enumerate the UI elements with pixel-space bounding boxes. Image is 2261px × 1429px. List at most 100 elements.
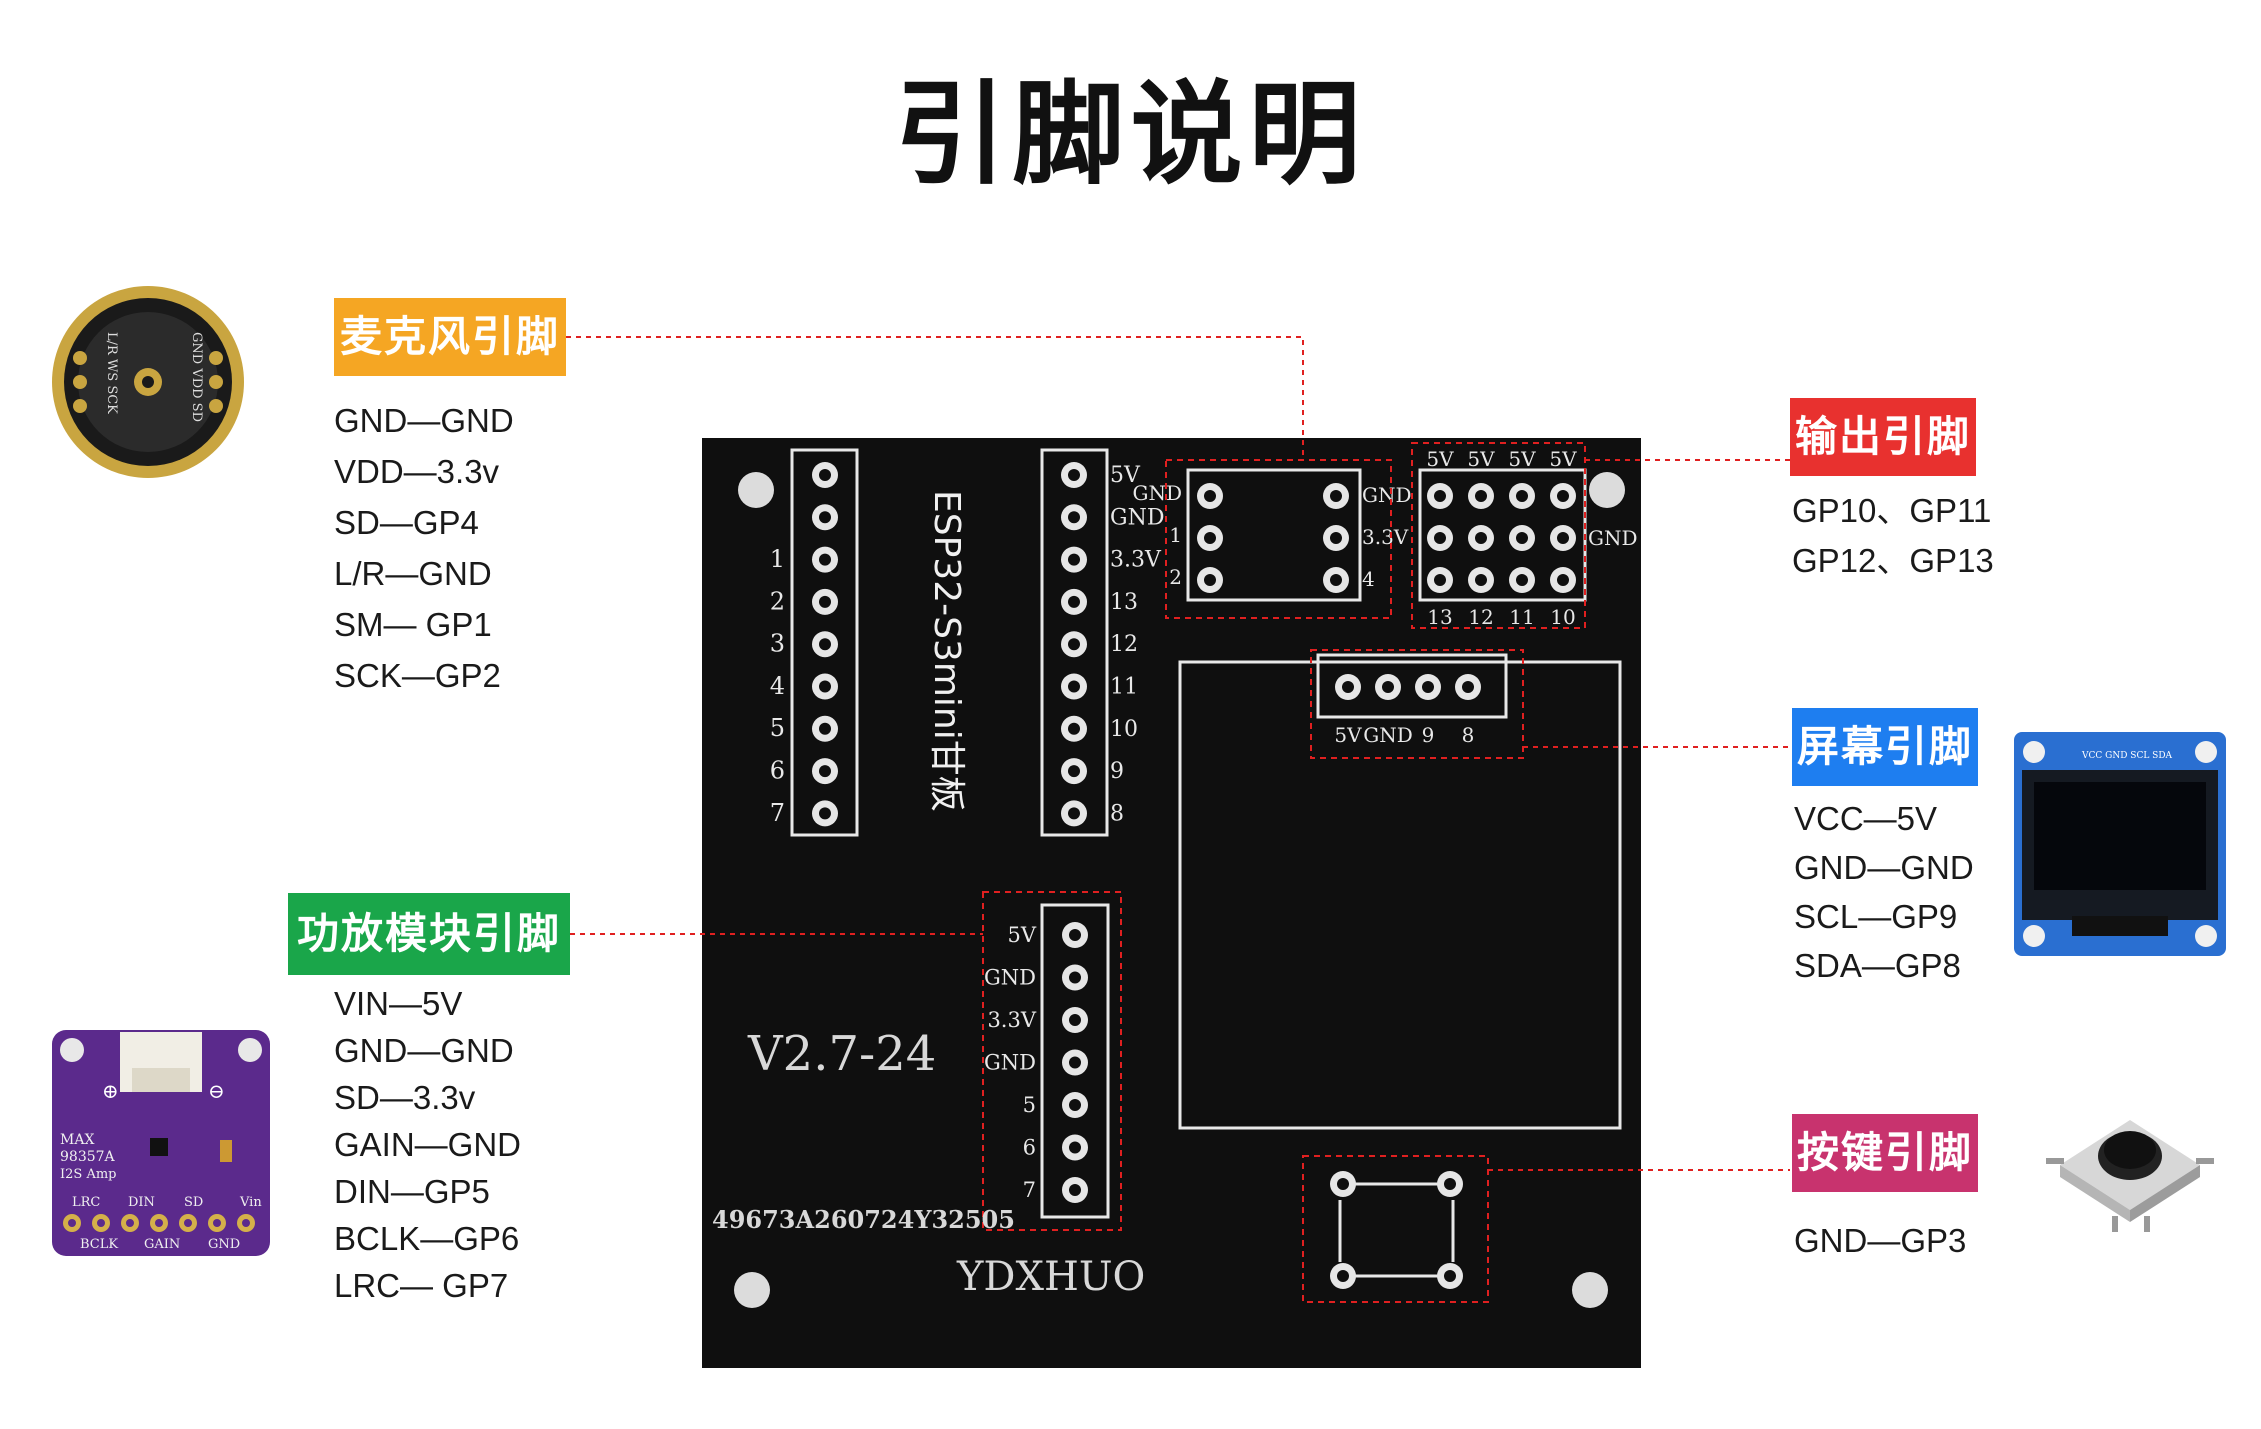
amp-header-label: 3.3V <box>987 1008 1036 1032</box>
amp-pin: GAIN—GND <box>334 1126 522 1163</box>
mic-header-label: GND <box>1362 483 1412 507</box>
right-header-label: 8 <box>1110 801 1124 826</box>
board-serial: 49673A260724Y32505 <box>712 1205 1015 1234</box>
mic-pin: SD—GP4 <box>334 504 479 541</box>
output-header-side-label: GND <box>1588 526 1638 550</box>
left-header-number: 3 <box>770 630 785 658</box>
right-header-label: 5V <box>1110 463 1141 488</box>
left-header-number: 4 <box>770 672 785 700</box>
amp-pin: GND—GND <box>334 1032 514 1069</box>
amp-module-pin-label: GND <box>208 1237 240 1252</box>
amp-module-image: ⊕ ⊖ MAX 98357A I2S Amp LRC DIN SD Vin BCLK G… <box>52 1030 270 1256</box>
mic-header-label: 2 <box>1169 565 1182 589</box>
mic-header-label: 3.3V <box>1362 525 1409 549</box>
output-header-bottom-label: 12 <box>1468 605 1493 629</box>
amp-pin: BCLK—GP6 <box>334 1220 520 1257</box>
oled-header-text: VCC GND SCL SDA <box>2081 751 2173 761</box>
board-version: V2.7-24 <box>747 1026 936 1082</box>
mic-pins-badge: 麦克风引脚 <box>334 298 566 376</box>
amp-pin-list: VIN—5V GND—GND SD—3.3v GAIN—GND DIN—GP5 … <box>334 980 521 1309</box>
right-header-label: GND <box>1110 505 1164 530</box>
amp-header-frame <box>1040 903 1110 1219</box>
amp-text-3: I2S Amp <box>60 1167 116 1182</box>
mount-hole-tr <box>1589 472 1625 508</box>
amp-text-1: MAX <box>60 1132 94 1148</box>
screen-header-label: GND <box>1363 723 1413 747</box>
output-header-top-label: 5V <box>1426 447 1454 471</box>
amp-module-pin-label: LRC <box>72 1195 100 1210</box>
button-pin: GND—GP3 <box>1794 1222 1967 1259</box>
mic-pin: SCK—GP2 <box>334 657 501 694</box>
module-label: ESP32-S3mini甘板 <box>926 490 967 812</box>
left-header-number: 7 <box>770 799 785 827</box>
button-pins-badge: 按键引脚 <box>1792 1114 1978 1192</box>
amp-text-2: 98357A <box>60 1149 116 1165</box>
amp-module-pin-label: SD <box>184 1195 203 1210</box>
screen-pin-list: VCC—5V GND—GND SCL—GP9 SDA—GP8 <box>1794 794 1974 990</box>
amp-pin: VIN—5V <box>334 985 463 1022</box>
mount-hole-tl <box>738 472 774 508</box>
amp-header-label: GND <box>984 966 1036 990</box>
screen-header-label: 9 <box>1422 723 1435 747</box>
screen-pin: VCC—5V <box>1794 800 1938 837</box>
screen-pin: SCL—GP9 <box>1794 898 1958 935</box>
screen-header-label: 5V <box>1334 723 1362 747</box>
amp-header-highlight <box>982 891 1122 1231</box>
button-image <box>2046 1120 2214 1232</box>
output-pins-badge: 输出引脚 <box>1790 398 1976 476</box>
svg-text:⊖: ⊖ <box>208 1079 225 1103</box>
button-pin-list: GND—GP3 <box>1794 1215 1966 1266</box>
mic-pin: SM— GP1 <box>334 606 492 643</box>
output-header-top-label: 5V <box>1467 447 1495 471</box>
board-brand: YDXHUO <box>956 1254 1145 1300</box>
oled-module-image: VCC GND SCL SDA <box>2014 732 2226 956</box>
right-header-frame <box>1040 448 1109 837</box>
amp-header-label: 5V <box>1007 923 1036 947</box>
left-header-number: 5 <box>770 714 785 742</box>
right-header-label: 13 <box>1110 590 1138 615</box>
amp-header-label: 5 <box>1023 1093 1036 1117</box>
amp-module-pin-label: Vin <box>239 1195 262 1210</box>
amp-module-pin-label: BCLK <box>80 1237 118 1252</box>
mic-text-left: L/R WS SCK <box>104 332 119 414</box>
amp-pins-badge: 功放模块引脚 <box>288 893 570 975</box>
right-header-label: 3.3V <box>1110 548 1162 573</box>
output-header-highlight <box>1411 442 1586 629</box>
screen-pin: GND—GND <box>1794 849 1974 886</box>
amp-header-label: 6 <box>1023 1136 1036 1160</box>
mic-pin: VDD—3.3v <box>334 453 500 490</box>
mic-pin: GND—GND <box>334 402 514 439</box>
page-title: 引脚说明 <box>894 70 1367 200</box>
screen-window <box>1178 660 1622 1130</box>
mic-header-frame <box>1186 468 1362 602</box>
right-header-label: 10 <box>1110 717 1138 742</box>
screen-pin: SDA—GP8 <box>1794 947 1961 984</box>
amp-pin: LRC— GP7 <box>334 1267 509 1304</box>
mic-module-image: L/R WS SCK GND VDD SD <box>52 286 244 478</box>
screen-header-label: 8 <box>1462 723 1475 747</box>
output-pin: GP10、GP11 <box>1792 492 1992 529</box>
mount-hole-br <box>1572 1272 1608 1308</box>
left-header-number: 6 <box>770 757 785 785</box>
output-header-bottom-label: 10 <box>1550 605 1575 629</box>
amp-pin: DIN—GP5 <box>334 1173 490 1210</box>
mic-pin-list: GND—GND VDD—3.3v SD—GP4 L/R—GND SM— GP1 … <box>334 395 514 701</box>
output-header-bottom-label: 11 <box>1509 605 1534 629</box>
mic-header-label: 1 <box>1169 523 1182 547</box>
screen-header-frame <box>1316 653 1508 719</box>
right-header-label: 12 <box>1110 632 1138 657</box>
mic-text-right: GND VDD SD <box>189 332 204 422</box>
button-highlight <box>1302 1155 1489 1303</box>
mic-header-label: 4 <box>1362 567 1375 591</box>
svg-text:⊕: ⊕ <box>102 1079 119 1103</box>
right-header-label: 9 <box>1110 759 1124 784</box>
left-header-number: 2 <box>770 587 785 615</box>
screen-pins-badge: 屏幕引脚 <box>1792 708 1978 786</box>
screen-header-highlight <box>1310 649 1524 759</box>
amp-header-label: 7 <box>1023 1178 1036 1202</box>
amp-module-pin-label: GAIN <box>144 1237 180 1252</box>
left-header-frame <box>790 448 859 837</box>
amp-module-pin-label: DIN <box>128 1195 155 1210</box>
output-header-top-label: 5V <box>1549 447 1577 471</box>
